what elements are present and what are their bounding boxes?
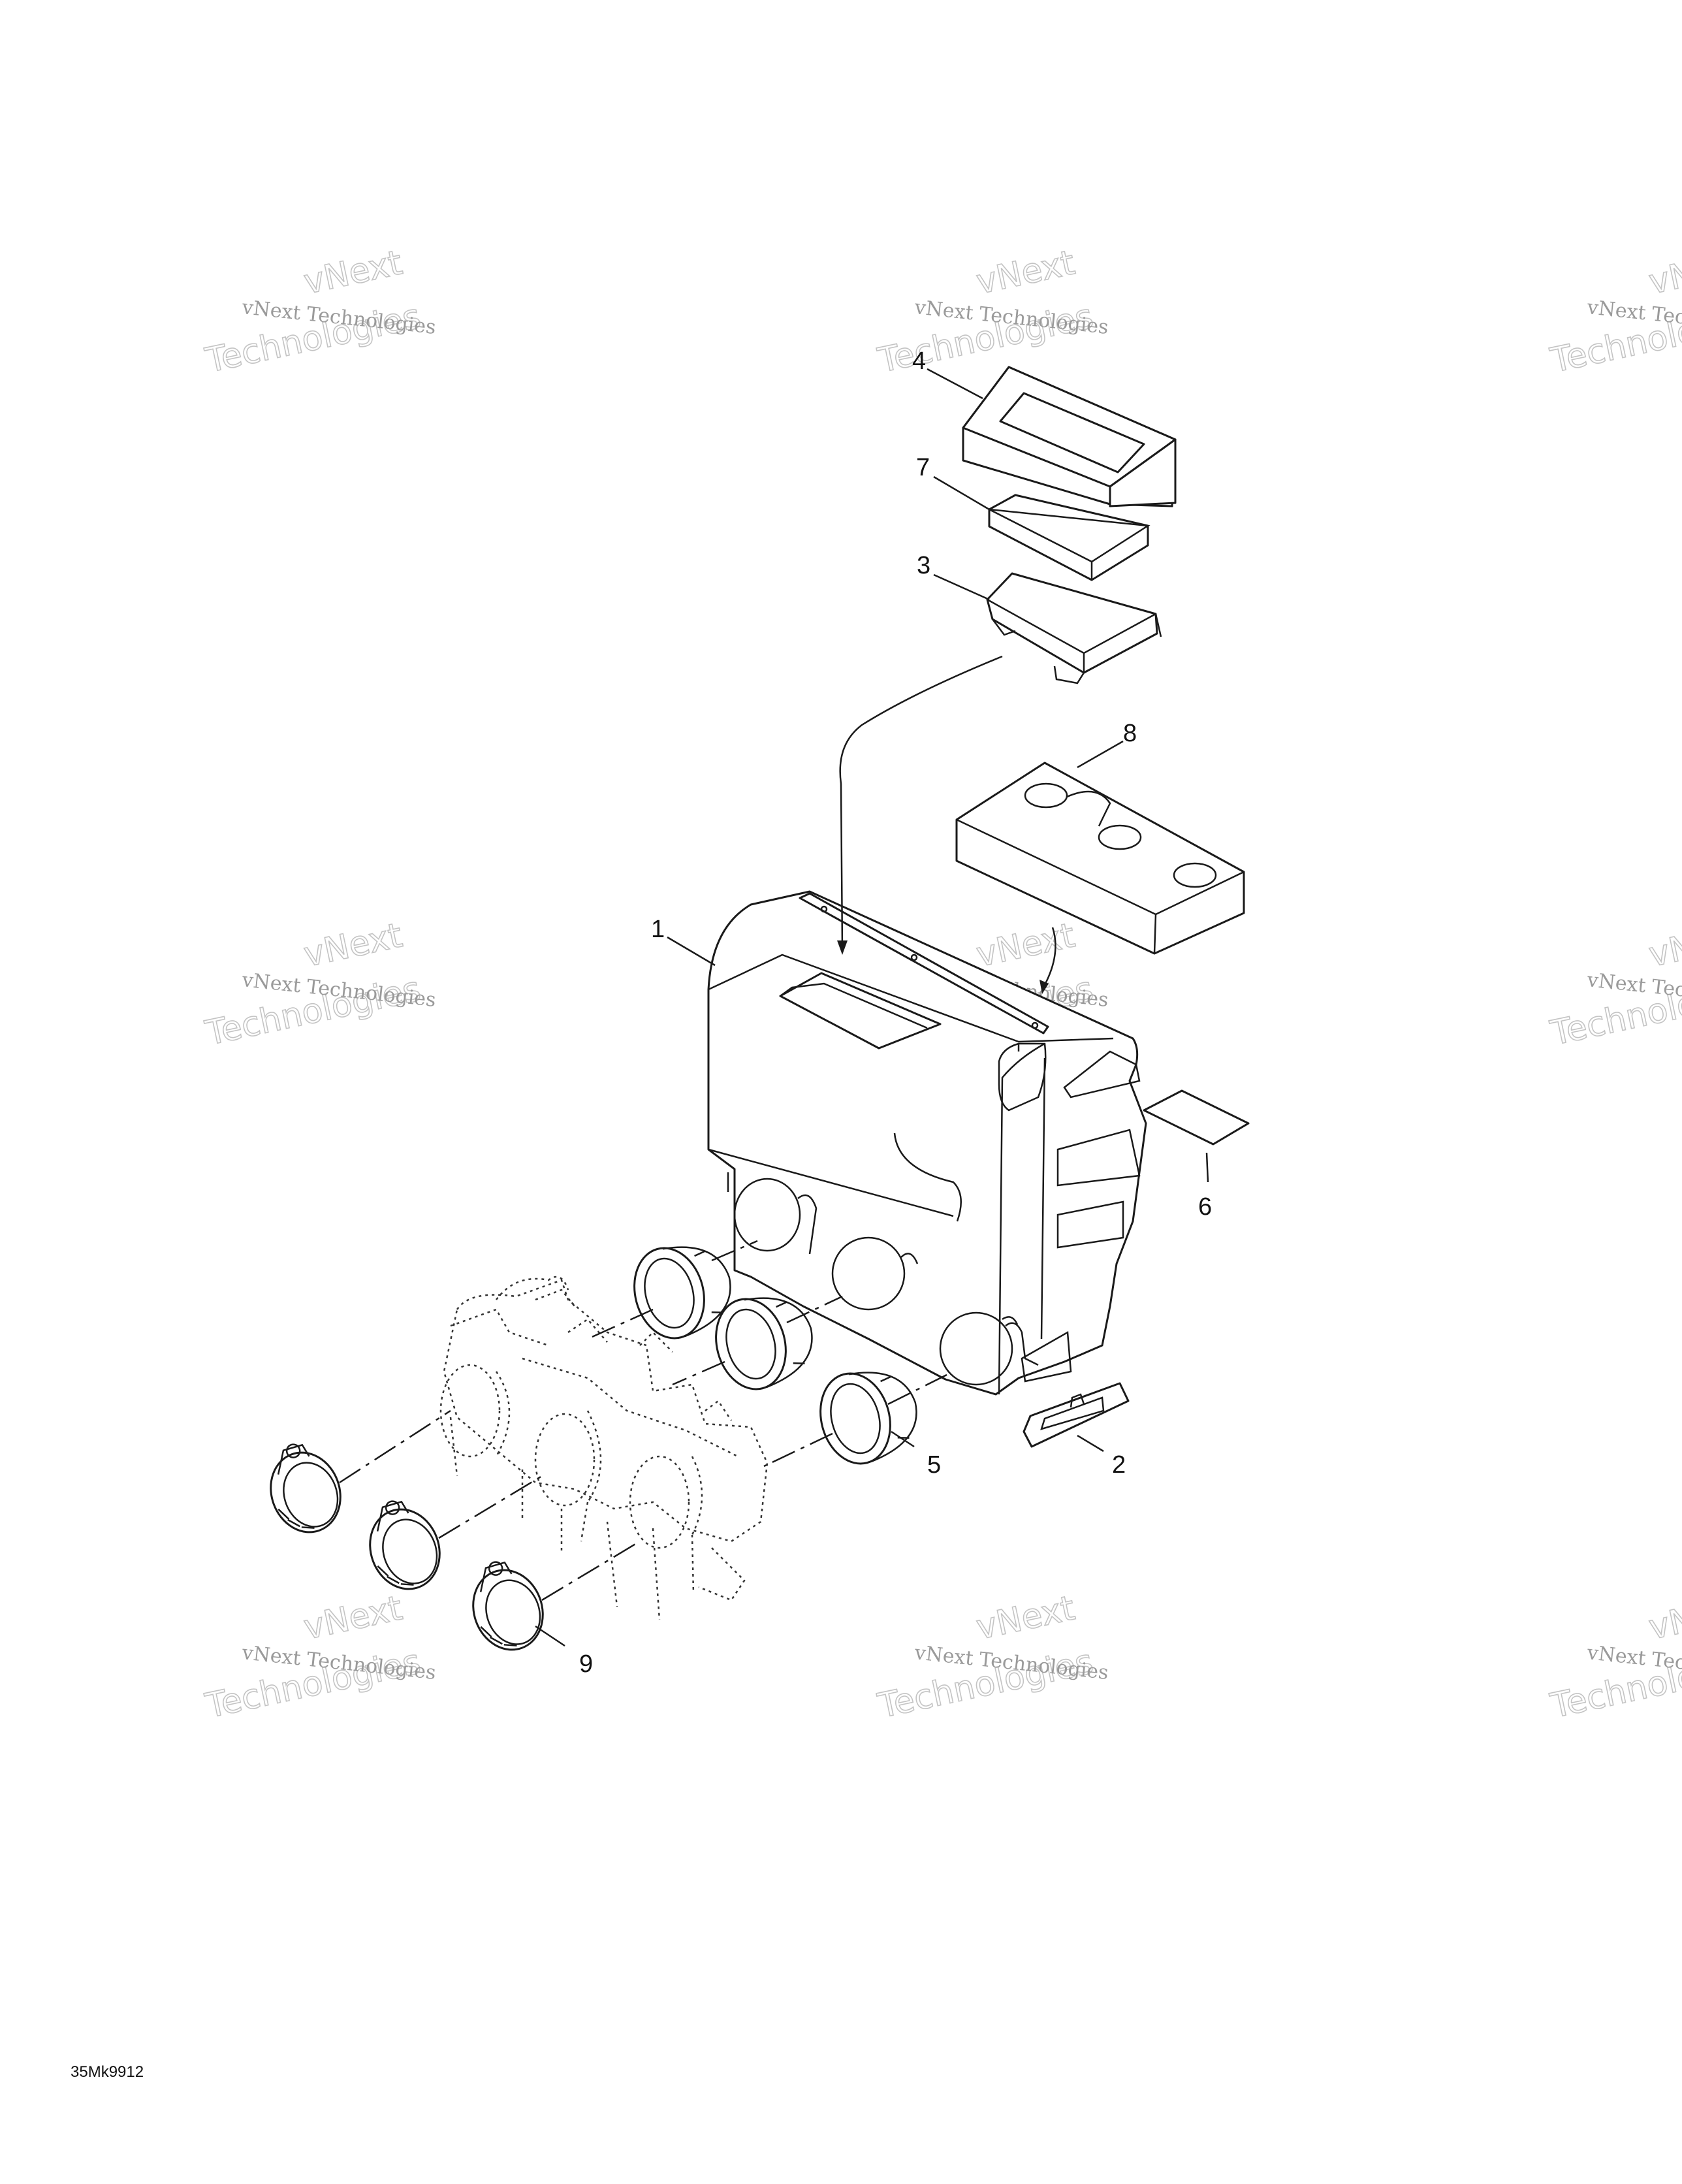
part-9-hose-clamps[interactable] [257,1434,554,1660]
callout-4: 4 [912,347,926,375]
callout-5: 5 [927,1451,941,1479]
callout-3: 3 [917,552,930,579]
watermark-big-top: vNext [300,243,405,302]
callout-1: 1 [651,916,665,943]
drawing-code: 35Mk9912 [71,2063,144,2081]
part-2-clip[interactable] [1023,1382,1130,1448]
watermark-big-top: vNext [1645,243,1682,302]
part-8-foam-block[interactable] [955,762,1245,955]
part-5-rubber-adaptors[interactable] [625,1233,927,1471]
callout-7: 7 [916,454,930,481]
watermark-big-top: vNext [973,916,1078,974]
callout-6: 6 [1198,1193,1212,1221]
part-1-silencer-housing[interactable] [707,890,1147,1396]
callout-9: 9 [579,1650,593,1678]
watermark-big-top: vNext [300,916,405,974]
watermark-big-top: vNext [973,243,1078,302]
watermark-big-top: vNext [1645,916,1682,974]
part-7-filter-pad[interactable] [988,494,1150,581]
part-3-screen[interactable] [986,572,1162,684]
part-6-decal[interactable] [1143,1089,1250,1146]
watermark-big-top: vNext [1645,1588,1682,1647]
part-4-filter-frame[interactable] [962,366,1177,507]
leader-lines [535,368,1209,1647]
assembly-center-lines [339,655,1056,1601]
callout-8: 8 [1123,720,1137,747]
callout-2: 2 [1112,1451,1126,1479]
watermark-big-top: vNext [973,1588,1078,1647]
watermark-big-top: vNext [300,1588,405,1647]
carburetor-assembly-phantom [439,1276,769,1620]
callout-labels: 4 7 3 8 1 6 5 2 9 [579,347,1212,1678]
